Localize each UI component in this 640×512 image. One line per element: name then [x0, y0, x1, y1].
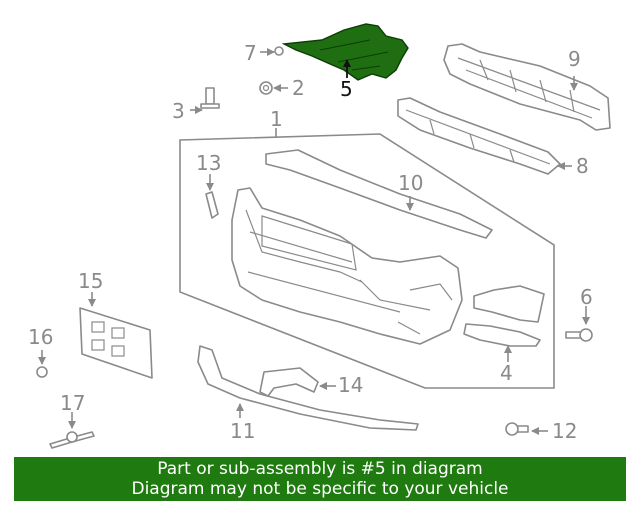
callout-10: 10: [398, 171, 423, 195]
part-4-bracket[interactable]: [463, 285, 545, 347]
callout-labels: 1 2 3 4 5 6 7 8 9 10 11 12 13 14 15 16 1…: [28, 41, 593, 443]
part-14-bracket[interactable]: [259, 367, 319, 397]
info-banner: Part or sub-assembly is #5 in diagram Di…: [14, 457, 626, 501]
assembly-box: [179, 133, 555, 389]
part-11-lower-strip[interactable]: [197, 345, 419, 431]
leader-lines: [38, 48, 590, 435]
callout-11: 11: [230, 419, 255, 443]
part-6-screw[interactable]: [565, 328, 593, 342]
callout-8: 8: [576, 154, 589, 178]
part-15-license-bracket[interactable]: [79, 307, 153, 379]
callout-6: 6: [580, 285, 593, 309]
callout-12: 12: [552, 419, 577, 443]
callout-15: 15: [78, 269, 103, 293]
part-16-clip[interactable]: [36, 366, 48, 378]
part-3-bolt[interactable]: [200, 87, 220, 109]
callout-16: 16: [28, 325, 53, 349]
callout-13: 13: [196, 151, 221, 175]
bumper-cover[interactable]: [231, 187, 463, 345]
callout-9: 9: [568, 47, 581, 71]
callout-2: 2: [292, 76, 305, 100]
callout-3: 3: [172, 99, 185, 123]
banner-line-1: Part or sub-assembly is #5 in diagram: [157, 459, 483, 479]
part-7-clip[interactable]: [274, 46, 284, 56]
callout-7: 7: [244, 41, 257, 65]
part-17-rivet[interactable]: [49, 431, 95, 449]
callout-4: 4: [500, 361, 513, 385]
part-2-nut[interactable]: [259, 81, 273, 95]
callout-17: 17: [60, 391, 85, 415]
part-13-clip[interactable]: [205, 191, 219, 219]
part-5-bracket[interactable]: [281, 23, 409, 81]
part-8-absorber[interactable]: [397, 97, 561, 175]
part-10-upper-bar[interactable]: [265, 149, 493, 239]
banner-line-2: Diagram may not be specific to your vehi…: [131, 479, 509, 499]
callout-5: 5: [340, 77, 353, 101]
callout-14: 14: [338, 373, 363, 397]
part-12-screw[interactable]: [505, 422, 529, 436]
part-9-reinforcement[interactable]: [443, 43, 611, 131]
callout-1: 1: [270, 107, 283, 131]
